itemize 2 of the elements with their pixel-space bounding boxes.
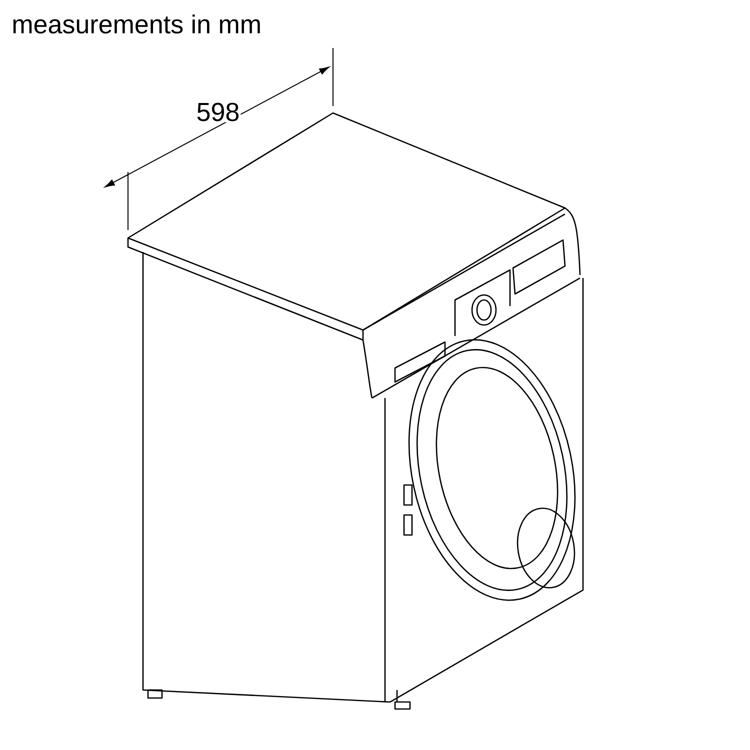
dimension-label: 598 [195, 102, 241, 122]
heading: measurements in mm [13, 14, 260, 34]
